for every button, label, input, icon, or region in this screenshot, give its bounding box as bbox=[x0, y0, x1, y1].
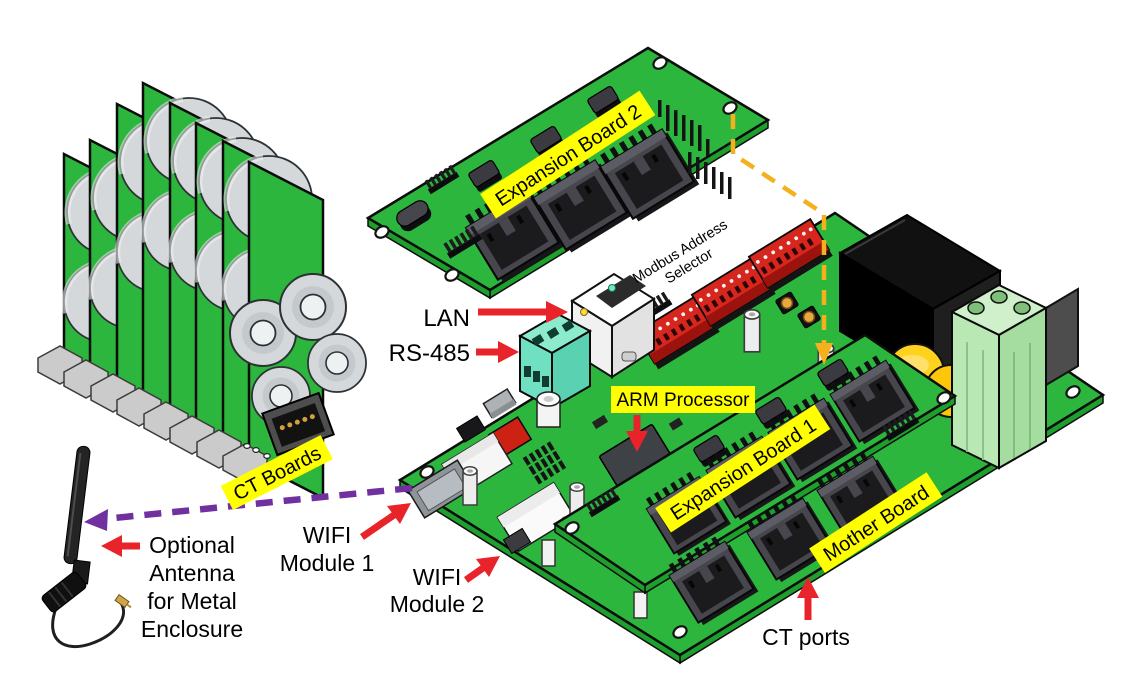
wifi2-arrowhead bbox=[476, 556, 500, 577]
wifi2-arrow bbox=[463, 565, 486, 583]
aux-connector bbox=[1045, 287, 1079, 387]
antenna-arrowhead bbox=[101, 535, 122, 557]
pin-header-right bbox=[658, 100, 710, 156]
terminal-screw bbox=[990, 290, 1008, 304]
pin-header-below bbox=[688, 152, 732, 199]
via-hole bbox=[263, 453, 271, 460]
antenna-cable-connector bbox=[114, 593, 132, 609]
smd-component bbox=[668, 417, 684, 431]
label-lan: LAN bbox=[423, 305, 470, 332]
purple-arrowhead bbox=[84, 509, 108, 531]
antenna-cable bbox=[51, 601, 125, 649]
oval-chip bbox=[396, 200, 432, 232]
rs485-terminal bbox=[517, 312, 593, 410]
ct-toroid-front bbox=[279, 273, 347, 341]
callout-arrows bbox=[101, 301, 819, 620]
antenna-base bbox=[41, 571, 87, 613]
ct-board-connector bbox=[261, 391, 335, 457]
label-wifi-module-1: WIFI Module 1 bbox=[280, 522, 375, 576]
wifi1-arrowhead bbox=[387, 503, 411, 524]
via-hole bbox=[252, 447, 260, 454]
antenna bbox=[41, 445, 132, 649]
wifi1-arrow bbox=[360, 512, 396, 540]
expansion2-mount-link bbox=[730, 114, 833, 365]
label-antenna-line1: Optional bbox=[149, 532, 235, 558]
arm-arrowhead bbox=[626, 431, 648, 452]
standoff-leg bbox=[633, 591, 648, 619]
standoff bbox=[743, 308, 761, 353]
electrolytic-cap bbox=[536, 391, 561, 428]
label-antenna-note: Optional Antenna for Metal Enclosure bbox=[141, 532, 243, 642]
label-wifi2-line1: WIFI bbox=[413, 564, 462, 590]
terminal-screw bbox=[967, 301, 985, 315]
led-yellow bbox=[580, 308, 588, 316]
led-green bbox=[608, 284, 616, 292]
ct-ports-arrowhead bbox=[797, 577, 819, 598]
label-wifi1-line1: WIFI bbox=[303, 522, 352, 548]
arm-chip bbox=[599, 424, 678, 498]
micro-usb-port bbox=[482, 387, 517, 419]
label-antenna-line4: Enclosure bbox=[141, 616, 243, 642]
rj45-lan-port bbox=[570, 272, 656, 379]
label-arm-processor-text: ARM Processor bbox=[616, 390, 750, 411]
label-antenna-line3: for Metal bbox=[147, 588, 236, 614]
via-hole bbox=[243, 443, 251, 450]
label-arm-processor: ARM Processor bbox=[611, 386, 755, 413]
standoff-leg bbox=[541, 539, 556, 567]
orange-arrowhead bbox=[815, 343, 833, 365]
antenna-rod bbox=[63, 445, 91, 565]
rj45-opening bbox=[596, 275, 646, 308]
label-antenna-line2: Antenna bbox=[149, 560, 235, 586]
ct-boards-stack bbox=[37, 80, 367, 501]
label-wifi-module-2: WIFI Module 2 bbox=[390, 564, 485, 617]
label-rs485: RS-485 bbox=[389, 340, 470, 367]
label-wifi1-line2: Module 1 bbox=[280, 550, 375, 576]
wifi2-connector bbox=[502, 527, 532, 555]
rs485-arrowhead bbox=[498, 341, 519, 363]
label-ct-ports: CT ports bbox=[762, 624, 850, 650]
terminal-screw bbox=[1013, 301, 1031, 315]
ct-toroid-front bbox=[307, 333, 367, 393]
smd-component bbox=[591, 414, 609, 430]
wifi-antenna-link bbox=[84, 484, 413, 531]
label-wifi2-line2: Module 2 bbox=[390, 591, 485, 617]
pin-header-block bbox=[522, 441, 567, 485]
power-terminal-block bbox=[949, 283, 1049, 470]
smd-component bbox=[455, 415, 487, 443]
dashed-line-purple bbox=[103, 484, 413, 523]
lan-arrowhead bbox=[546, 301, 568, 323]
standoff bbox=[462, 466, 478, 506]
